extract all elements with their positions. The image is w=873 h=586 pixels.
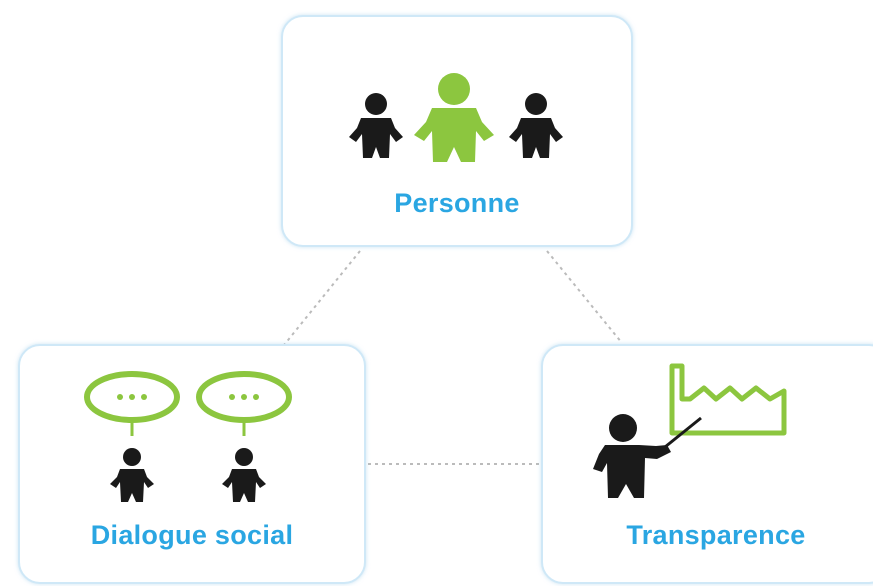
person-icon-left [349, 93, 403, 158]
node-personne: Personne [281, 15, 633, 247]
factory-icon [669, 363, 787, 436]
node-transparence: Transparence [541, 344, 873, 584]
people-group-icon [349, 73, 563, 162]
speech-bubbles-people-icon [84, 371, 292, 502]
presenter-person-icon [593, 414, 671, 498]
speech-bubble-icon-left [84, 371, 180, 436]
person-icon-right [509, 93, 563, 158]
person-icon-center [414, 73, 494, 162]
person-icon-left [110, 448, 154, 502]
person-icon-right [222, 448, 266, 502]
presenter-factory-icon [593, 363, 787, 498]
node-label-personne: Personne [394, 188, 520, 218]
connector-personne-dialogue [279, 250, 361, 351]
node-dialogue-social: Dialogue social [18, 344, 366, 584]
connector-personne-transparence [546, 250, 623, 344]
speech-bubble-icon-right [196, 371, 292, 436]
connectors [279, 250, 623, 465]
node-label-dialogue-social: Dialogue social [90, 520, 294, 550]
pointer-stick-icon [664, 416, 702, 449]
node-label-transparence: Transparence [626, 520, 806, 550]
